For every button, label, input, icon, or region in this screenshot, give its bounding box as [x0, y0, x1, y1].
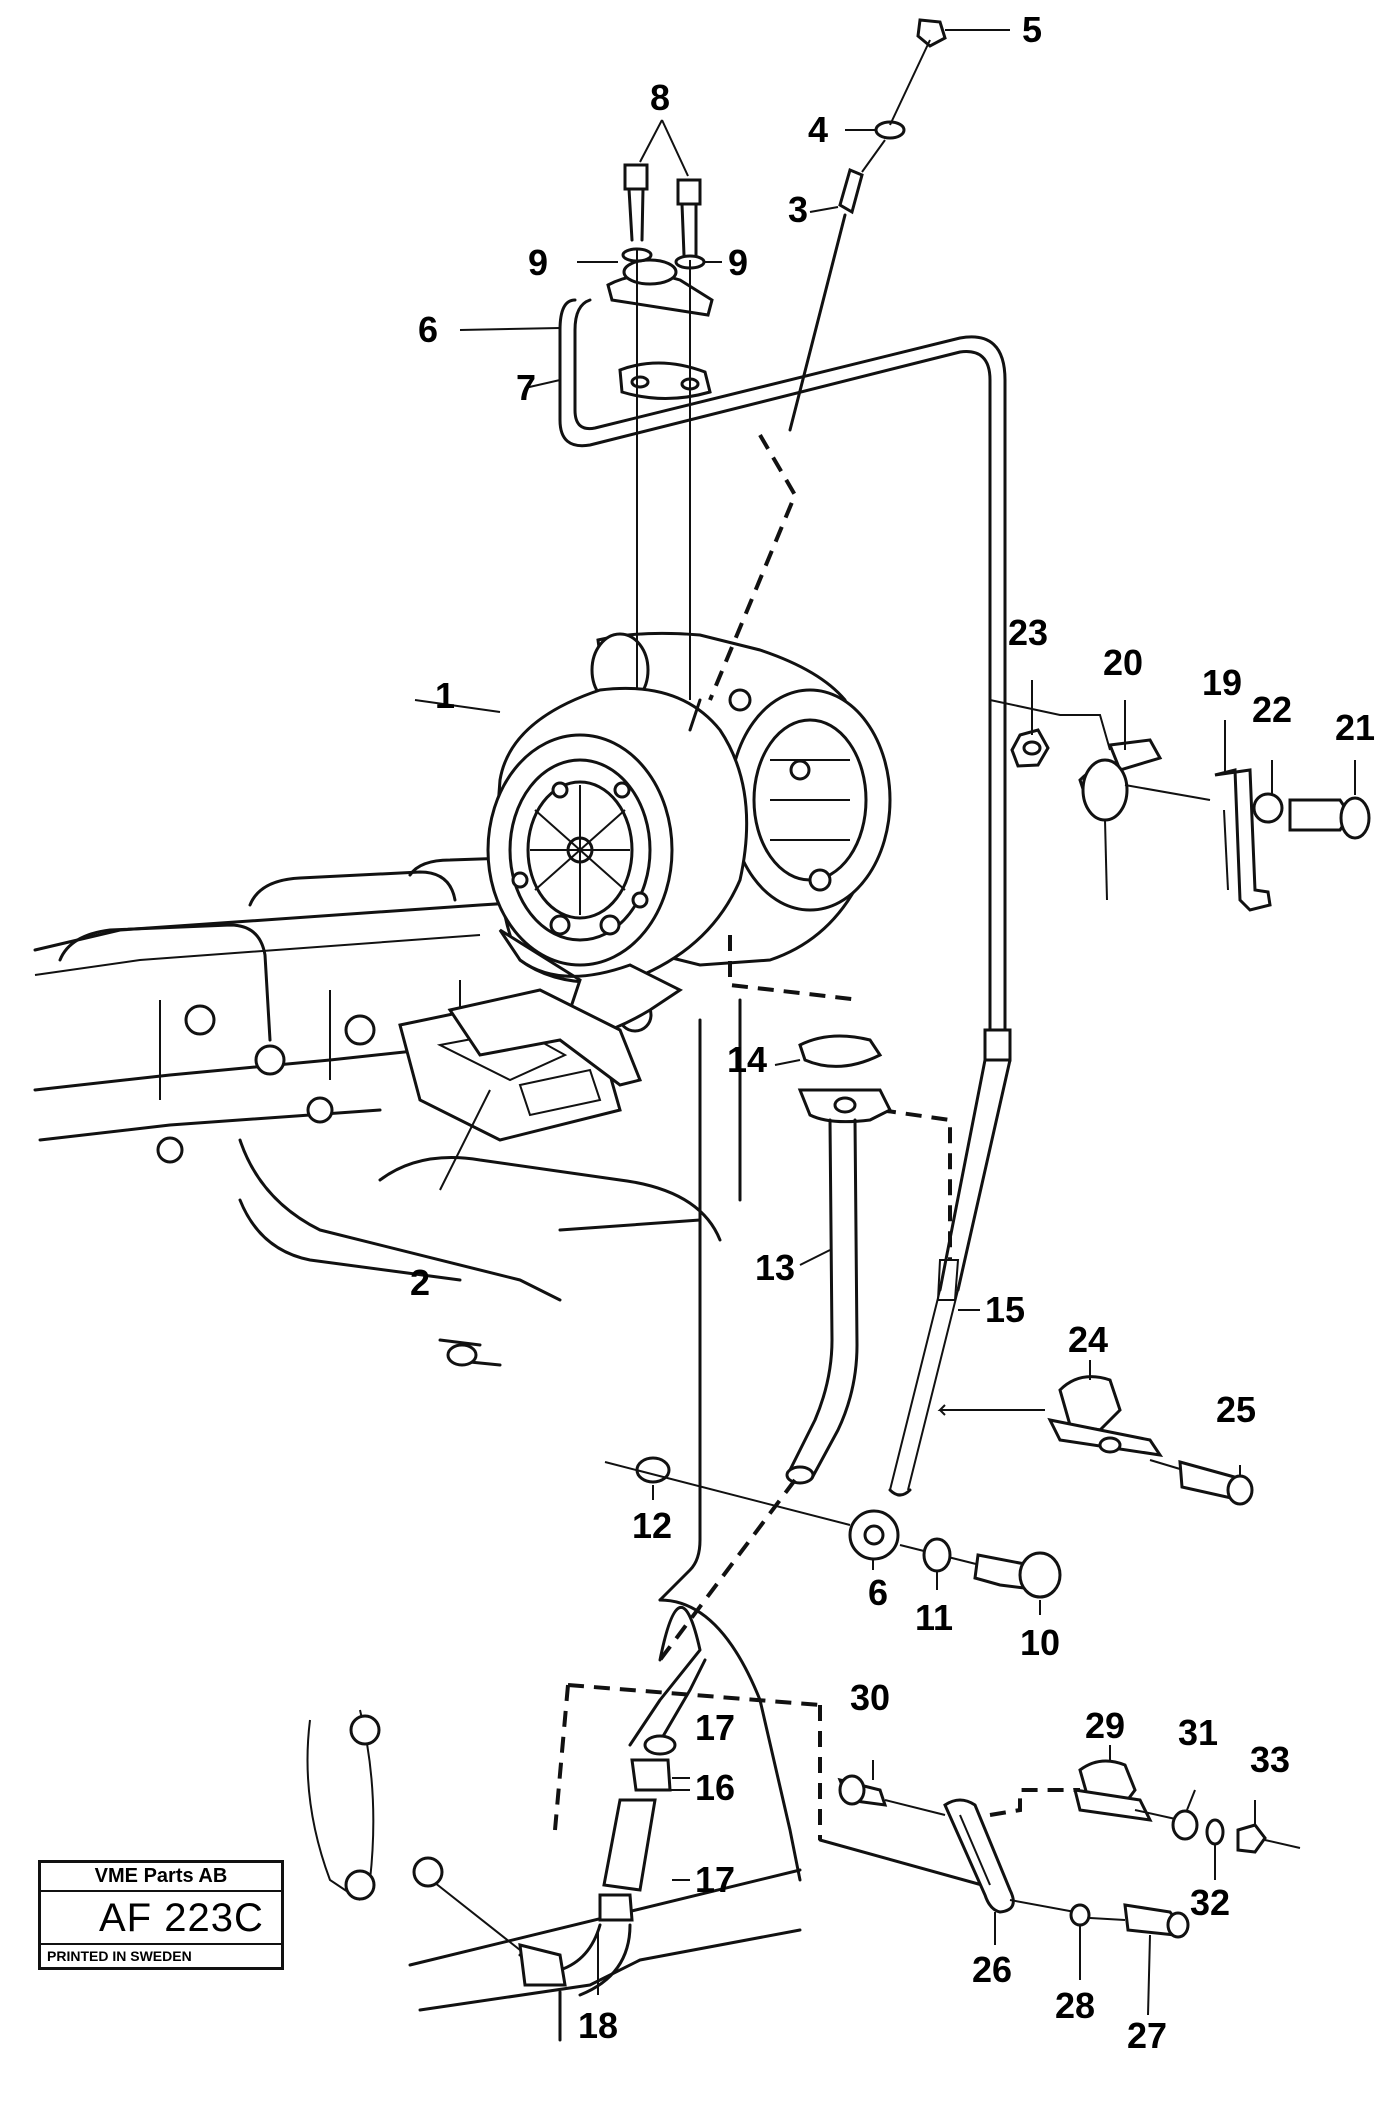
lower-hose: [412, 1606, 1002, 1997]
callout-33: 33: [1250, 1739, 1290, 1780]
callout-27: 27: [1127, 2015, 1167, 2056]
gasket-7: [618, 361, 712, 400]
leader-lines: [414, 29, 1356, 2016]
printed-note: PRINTED IN SWEDEN: [47, 1948, 192, 1964]
callout-6-bottom: 6: [868, 1572, 888, 1613]
lower-banjo-fittings: [604, 1456, 1062, 1599]
callout-7: 7: [516, 367, 536, 408]
oil-return-pipe: [658, 935, 952, 1662]
callout-17-lower: 17: [695, 1859, 735, 1900]
callout-5: 5: [1022, 9, 1042, 50]
callout-21: 21: [1335, 707, 1375, 748]
company-name: VME Parts AB: [41, 1863, 281, 1892]
callout-26: 26: [972, 1949, 1012, 1990]
turbocharger: [486, 631, 892, 1042]
callout-1: 1: [435, 675, 455, 716]
callout-9-left: 9: [528, 242, 548, 283]
callout-22: 22: [1252, 689, 1292, 730]
callout-3: 3: [788, 189, 808, 230]
callout-11: 11: [915, 1597, 953, 1638]
clip-assembly: [937, 1375, 1254, 1506]
callout-8: 8: [650, 77, 670, 118]
callout-10: 10: [1020, 1622, 1060, 1663]
callout-20: 20: [1103, 642, 1143, 683]
lower-bracket-assembly: [837, 1759, 1301, 1939]
callout-12: 12: [632, 1505, 672, 1546]
callout-17-upper: 17: [695, 1707, 735, 1748]
callout-numbers: 1 2 3 4 5 6 6 7 8 9 9 10 11 12 13 14 15 …: [410, 9, 1375, 2056]
callout-13: 13: [755, 1247, 795, 1288]
illustration-code: AF 223C: [41, 1892, 281, 1945]
engine-bracket: [306, 998, 802, 2042]
flange-gasket: [398, 988, 643, 1142]
callout-24: 24: [1068, 1319, 1108, 1360]
clamp-assembly: [989, 699, 1371, 912]
callout-18: 18: [578, 2005, 618, 2046]
top-fittings: [688, 18, 947, 732]
callout-19: 19: [1202, 662, 1242, 703]
bolts-8: [621, 163, 706, 700]
callout-29: 29: [1085, 1705, 1125, 1746]
callout-31: 31: [1178, 1712, 1218, 1753]
callout-30: 30: [850, 1677, 890, 1718]
callout-32: 32: [1190, 1882, 1230, 1923]
callout-4: 4: [808, 109, 828, 150]
callout-9-right: 9: [728, 242, 748, 283]
callout-15: 15: [985, 1289, 1025, 1330]
callout-16: 16: [695, 1767, 735, 1808]
callout-28: 28: [1055, 1985, 1095, 2026]
callout-2: 2: [410, 1262, 430, 1303]
callout-6-top: 6: [418, 309, 438, 350]
catalog-stamp: VME Parts AB AF 223C PRINTED IN SWEDEN: [38, 1860, 284, 1970]
callout-14: 14: [727, 1039, 767, 1080]
callout-25: 25: [1216, 1389, 1256, 1430]
callout-23: 23: [1008, 612, 1048, 653]
